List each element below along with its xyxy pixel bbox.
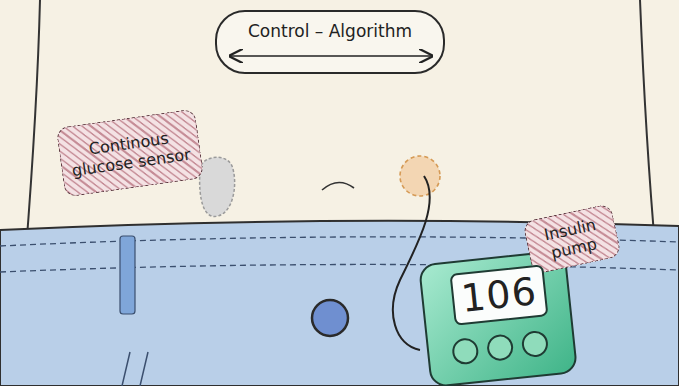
algorithm-box: Control – Algorithm [215, 10, 445, 74]
pump-body [419, 250, 577, 386]
navel [322, 182, 354, 190]
double-arrow [230, 55, 432, 57]
node-text: Continous glucose sensor [65, 125, 195, 180]
pump-button [522, 331, 548, 357]
insulin-pump [419, 250, 577, 386]
algorithm-box-fill [215, 10, 445, 74]
jeans-button [312, 300, 348, 336]
seam-line [122, 352, 148, 386]
pump-button [487, 334, 513, 360]
glucose-sensor [200, 157, 235, 216]
pump-display: 106 [450, 264, 549, 326]
node-text: Insulin pump [531, 213, 613, 266]
node-text: Control – Algorithm [248, 21, 412, 41]
stitch-line [0, 264, 679, 272]
pump-button [452, 338, 478, 364]
sensor-label: Continous glucose sensor [56, 109, 204, 198]
infusion-site [400, 156, 440, 196]
belt-loop [120, 236, 135, 314]
node-text: 106 [459, 269, 539, 321]
